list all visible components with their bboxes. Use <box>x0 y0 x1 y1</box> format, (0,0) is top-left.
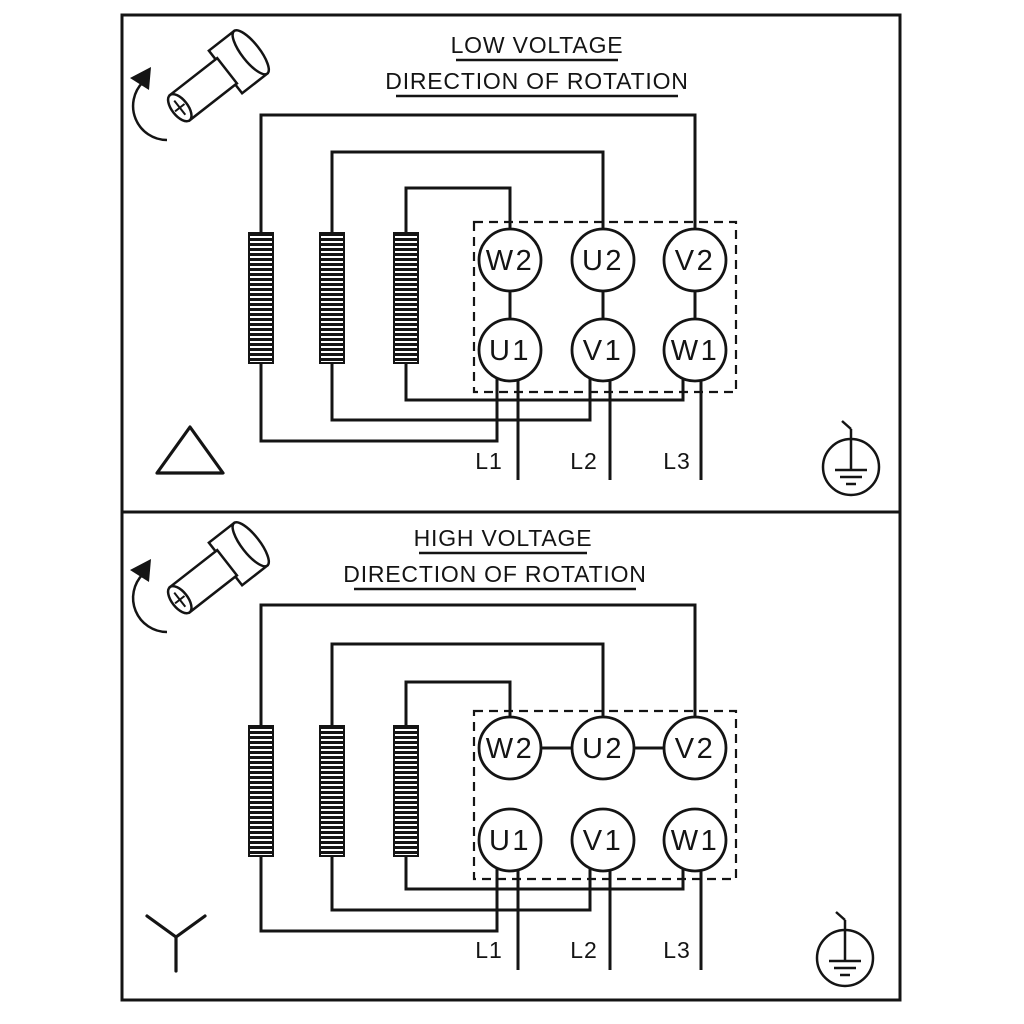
terminal-w1 <box>662 317 728 383</box>
lead-label: L3 <box>663 937 691 963</box>
winding-coil <box>319 725 345 857</box>
lead-label: L2 <box>570 448 598 474</box>
panel-low-voltage: LOW VOLTAGE DIRECTION OF ROTATION <box>128 24 881 497</box>
panel-subtitle: DIRECTION OF ROTATION <box>385 68 688 94</box>
earth-ground-icon <box>815 910 875 988</box>
wire-loop-inner <box>404 186 512 240</box>
terminal-v2 <box>662 227 728 293</box>
terminal-label: W1 <box>671 825 720 857</box>
panel-subtitle: DIRECTION OF ROTATION <box>343 561 646 587</box>
terminal-label: W2 <box>486 245 535 277</box>
terminal-board-outline <box>472 709 738 881</box>
terminal-label: V1 <box>583 825 623 857</box>
wire-return-outer <box>259 856 499 933</box>
lead-label: L3 <box>663 448 691 474</box>
lead-label: L2 <box>570 937 598 963</box>
wire-return-inner <box>404 856 685 891</box>
terminal-label: U2 <box>582 245 624 277</box>
panel-title: LOW VOLTAGE <box>451 32 624 58</box>
panel-high-voltage: HIGH VOLTAGE DIRECTION OF ROTATION W2 <box>128 516 875 988</box>
terminal-u1 <box>477 807 543 873</box>
wire-return-middle <box>330 363 592 422</box>
panel-title: HIGH VOLTAGE <box>414 525 593 551</box>
wire-return-outer <box>259 363 499 443</box>
terminal-v1 <box>570 807 636 873</box>
terminal-label: U1 <box>489 335 531 367</box>
wire-loop-middle <box>330 150 605 240</box>
terminal-w2 <box>477 715 543 781</box>
motor-shaft-rotation-icon <box>128 24 276 142</box>
terminal-board-outline <box>472 220 738 394</box>
terminal-label: V2 <box>675 245 715 277</box>
terminal-u2 <box>570 715 636 781</box>
outer-border <box>120 13 902 1002</box>
wire-return-middle <box>330 856 592 912</box>
terminal-u2 <box>570 227 636 293</box>
wire-loop-inner <box>404 680 512 730</box>
lead-label: L1 <box>475 937 503 963</box>
winding-coil <box>393 232 419 364</box>
winding-coil <box>393 725 419 857</box>
delta-connection-icon <box>155 425 225 475</box>
motor-shaft-rotation-icon <box>128 516 276 634</box>
terminal-u1 <box>477 317 543 383</box>
wire-return-inner <box>404 363 685 402</box>
lead-label: L1 <box>475 448 503 474</box>
wire-loop-middle <box>330 642 605 730</box>
terminal-w1 <box>662 807 728 873</box>
winding-coil <box>248 232 274 364</box>
terminal-label: W1 <box>671 335 720 367</box>
terminal-v2 <box>662 715 728 781</box>
earth-ground-icon <box>821 419 881 497</box>
terminal-label: U1 <box>489 825 531 857</box>
wire-loop-outer <box>259 603 697 730</box>
terminal-v1 <box>570 317 636 383</box>
terminal-label: W2 <box>486 733 535 765</box>
terminal-label: V2 <box>675 733 715 765</box>
terminal-w2 <box>477 227 543 293</box>
star-connection-icon <box>145 914 207 973</box>
winding-coil <box>319 232 345 364</box>
terminal-label: V1 <box>583 335 623 367</box>
wire-loop-outer <box>259 113 697 240</box>
terminal-label: U2 <box>582 733 624 765</box>
winding-coil <box>248 725 274 857</box>
